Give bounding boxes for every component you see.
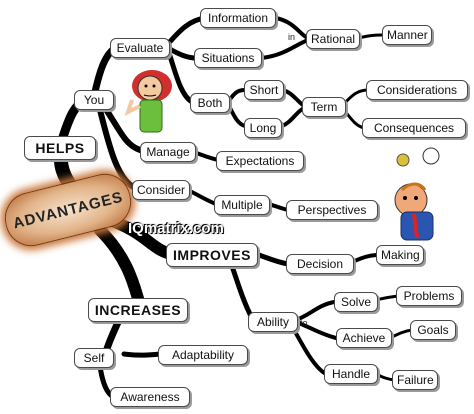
node-decision: Decision (286, 254, 354, 274)
branch-achieve (294, 320, 338, 340)
branch-both (165, 47, 195, 105)
node-ability: Ability (248, 312, 298, 332)
node-improves: IMPROVES (166, 243, 258, 267)
branch-considerations (342, 88, 370, 106)
node-both: Both (190, 93, 230, 113)
node-term: Term (302, 97, 346, 117)
node-you: You (74, 90, 114, 110)
node-achieve: Achieve (336, 328, 392, 348)
node-failure: Failure (392, 370, 438, 390)
node-manner: Manner (382, 25, 432, 45)
branch-perspectives (266, 202, 290, 212)
branch-handle (290, 324, 328, 376)
node-adaptability: Adaptability (158, 345, 248, 365)
node-multiple: Multiple (214, 195, 270, 215)
branch-manage (102, 105, 143, 153)
node-awareness: Awareness (110, 387, 190, 407)
node-considerations: Considerations (366, 80, 468, 100)
connector-to: to (300, 318, 308, 328)
node-problems: Problems (396, 286, 462, 306)
branch-making (350, 253, 378, 264)
node-increases: INCREASES (88, 298, 188, 322)
node-making: Making (376, 245, 424, 265)
central-topic-label: ADVANTAGES (11, 188, 125, 232)
branch-decision (253, 251, 291, 267)
branch-solve (294, 300, 336, 322)
node-evaluate: Evaluate (110, 38, 170, 58)
branch-problems (374, 294, 400, 302)
node-rational: Rational (306, 29, 360, 49)
branch-goals (388, 328, 414, 340)
node-solve: Solve (334, 292, 378, 312)
node-perspectives: Perspectives (286, 200, 378, 220)
branch-long (226, 102, 247, 128)
node-expectations: Expectations (216, 151, 304, 171)
branch-consider (97, 107, 138, 191)
branch-multiple (186, 188, 218, 206)
thinking-woman-illustration (124, 70, 172, 133)
node-helps: HELPS (24, 136, 96, 160)
branch-expectations (192, 150, 220, 162)
connector-in: in (288, 32, 296, 42)
branch-short-term (280, 88, 306, 108)
branch-adaptability (121, 351, 163, 358)
node-consequences: Consequences (362, 118, 466, 138)
branch-situations (165, 45, 199, 61)
branch-manner (356, 33, 384, 40)
branch-situations-rational (260, 38, 310, 60)
watermark: IQmatrix.com (128, 220, 224, 237)
branch-consequences (342, 108, 366, 130)
node-short: Short (244, 80, 284, 100)
node-consider: Consider (132, 180, 190, 200)
branch-short (226, 88, 247, 104)
confused-boy-illustration (394, 147, 440, 241)
branch-long-term (280, 106, 306, 128)
node-information: Information (200, 8, 276, 28)
branch-ability (229, 263, 255, 321)
node-goals: Goals (410, 320, 456, 340)
branch-increases (94, 224, 146, 311)
node-handle: Handle (324, 364, 378, 384)
node-self: Self (74, 348, 114, 368)
node-situations: Situations (194, 48, 262, 68)
node-long: Long (244, 118, 282, 138)
node-manage: Manage (140, 142, 196, 162)
branch-self (102, 314, 124, 356)
